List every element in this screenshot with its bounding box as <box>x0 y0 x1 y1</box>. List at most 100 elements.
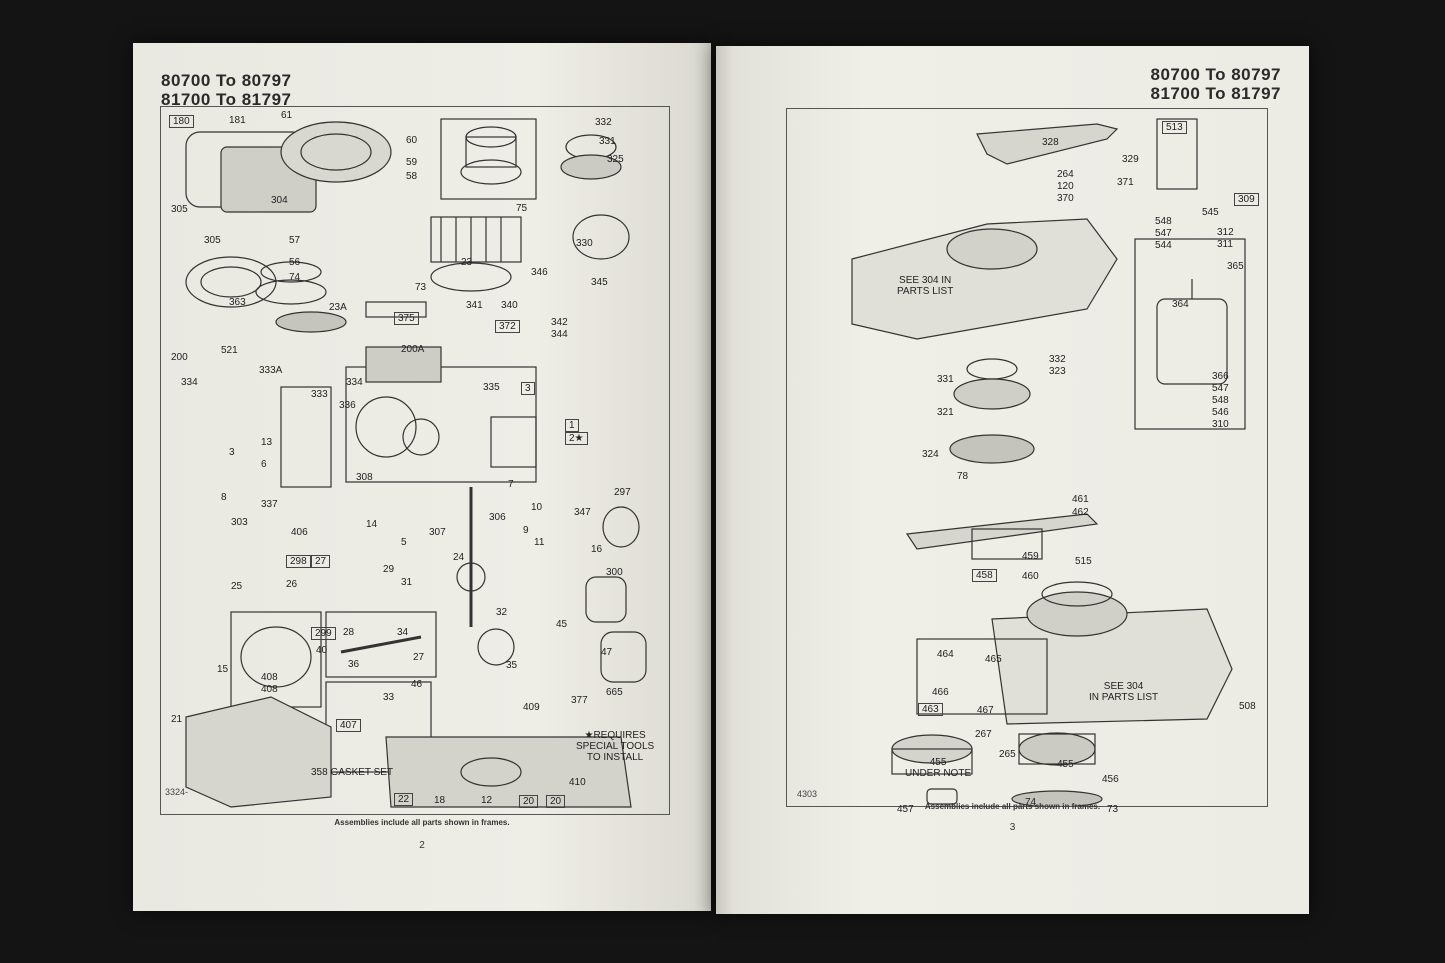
part-callout: 334 <box>346 377 363 388</box>
figure-code: 4303 <box>797 789 818 799</box>
part-callout: 8 <box>221 492 227 503</box>
part-callout: 459 <box>1022 551 1039 562</box>
part-callout: 513 <box>1162 121 1187 134</box>
part-callout: 264 <box>1057 169 1074 180</box>
part-callout: 36 <box>348 659 360 670</box>
part-callout: 20 <box>546 795 566 808</box>
part-callout: 180 <box>169 115 194 128</box>
part-callout: 267 <box>975 729 992 740</box>
part-callout: 408 <box>261 672 278 683</box>
part-callout: 120 <box>1057 181 1074 192</box>
part-callout: 545 <box>1202 207 1219 218</box>
part-callout: 31 <box>401 577 413 588</box>
part-callout: 410 <box>569 777 586 788</box>
part-callout: 365 <box>1227 261 1244 272</box>
part-callout: 181 <box>229 115 246 126</box>
part-callout: 5 <box>401 537 407 548</box>
part-callout: 24 <box>453 552 465 563</box>
part-callout: 307 <box>429 527 446 538</box>
part-callout: 331 <box>937 374 954 385</box>
part-callout: 23A <box>329 302 347 313</box>
part-callout: 58 <box>406 171 418 182</box>
right-exploded-diagram <box>851 118 1246 806</box>
part-callout: 372 <box>495 320 520 333</box>
part-callout: 546 <box>1212 407 1229 418</box>
part-callout: 455 <box>1057 759 1074 770</box>
part-callout: 305 <box>171 204 188 215</box>
part-callout: 12 <box>481 795 493 806</box>
left-model-range: 80700 To 80797 81700 To 81797 <box>161 71 292 109</box>
right-diagram-frame: 328 329 513 264 120 371 370 309 545 548 … <box>786 108 1268 815</box>
part-callout: 9 <box>523 525 529 536</box>
part-callout: 311 <box>1217 239 1233 250</box>
part-callout: 340 <box>501 300 518 311</box>
part-callout: 14 <box>366 519 378 530</box>
page-number: 2 <box>419 840 425 851</box>
see-parts-list-note: SEE 304 IN PARTS LIST <box>897 275 953 297</box>
part-callout: 25 <box>231 581 243 592</box>
part-callout: 334 <box>181 377 198 388</box>
part-callout: 332 <box>595 117 612 128</box>
part-callout: 465 <box>985 654 1002 665</box>
model-line: 80700 To 80797 <box>1150 65 1281 84</box>
part-callout: 332 <box>1049 354 1066 365</box>
note-line: IN PARTS LIST <box>1089 692 1159 703</box>
part-callout: 29 <box>383 564 395 575</box>
frame-caption: Assemblies include all parts shown in fr… <box>334 818 510 827</box>
note-line: UNDER NOTE <box>905 768 972 779</box>
part-callout: 13 <box>261 437 273 448</box>
part-callout: 358 GASKET SET <box>311 767 394 778</box>
part-callout: 28 <box>343 627 355 638</box>
part-callout: 2★ <box>565 432 588 445</box>
part-callout: 40 <box>316 645 328 656</box>
left-exploded-diagram <box>185 118 647 808</box>
part-callout: 366 <box>1212 371 1229 382</box>
part-callout: 548 <box>1212 395 1229 406</box>
part-callout: 298 <box>286 555 311 568</box>
part-callout: 26 <box>286 579 298 590</box>
part-callout: 46 <box>411 679 423 690</box>
part-callout: 456 <box>1102 774 1119 785</box>
part-callout: 23 <box>461 257 473 268</box>
part-callout: 337 <box>261 499 278 510</box>
part-callout: 47 <box>601 647 613 658</box>
part-callout: 78 <box>957 471 969 482</box>
right-page: 80700 To 80797 81700 To 81797 <box>716 46 1309 914</box>
part-callout: 467 <box>977 705 994 716</box>
part-callout: 364 <box>1172 299 1189 310</box>
part-callout: 466 <box>932 687 949 698</box>
part-callout: 464 <box>937 649 954 660</box>
part-callout: 306 <box>489 512 506 523</box>
part-callout: 57 <box>289 235 301 246</box>
part-callout: 370 <box>1057 193 1074 204</box>
part-callout: 1 <box>565 419 579 432</box>
note-line: TO INSTALL <box>586 752 644 763</box>
part-callout: 305 <box>204 235 221 246</box>
part-callout: 665 <box>606 687 623 698</box>
part-callout: 371 <box>1117 177 1134 188</box>
part-callout: 460 <box>1022 571 1039 582</box>
part-callout: 463 <box>918 703 943 716</box>
part-callout: 375 <box>394 312 419 325</box>
part-callout: 333A <box>259 365 283 376</box>
part-callout: 408 <box>261 684 278 695</box>
part-callout: 461 <box>1072 494 1089 505</box>
figure-code: 3324- <box>165 787 189 797</box>
part-callout: 35 <box>506 660 518 671</box>
part-callout: 59 <box>406 157 418 168</box>
part-callout: 60 <box>406 135 418 146</box>
part-callout: 407 <box>336 719 361 732</box>
model-line: 81700 To 81797 <box>1150 84 1281 103</box>
part-callout: 335 <box>483 382 500 393</box>
part-callout: 300 <box>606 567 623 578</box>
part-callout: 33 <box>383 692 395 703</box>
part-callout: 406 <box>291 527 308 538</box>
model-line: 80700 To 80797 <box>161 71 292 90</box>
part-callout: 304 <box>271 195 288 206</box>
part-callout: 521 <box>221 345 238 356</box>
part-callout: 21 <box>171 714 183 725</box>
part-callout: 297 <box>614 487 631 498</box>
part-callout: 409 <box>523 702 540 713</box>
part-callout: 458 <box>972 569 997 582</box>
